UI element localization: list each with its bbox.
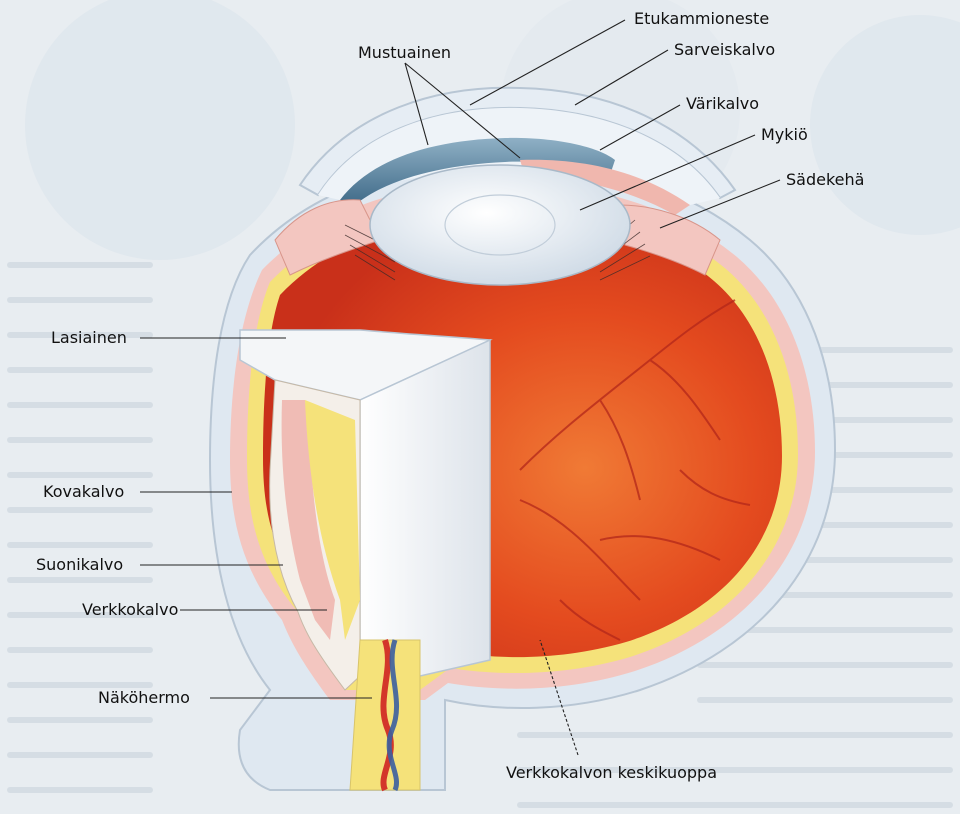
label-varikalvo: Värikalvo <box>686 95 759 113</box>
vitreous-block <box>360 340 490 676</box>
label-etukammioneste: Etukammioneste <box>634 10 769 28</box>
label-kovakalvo: Kovakalvo <box>43 483 124 501</box>
label-suonikalvo: Suonikalvo <box>36 556 123 574</box>
label-verkkokalvo: Verkkokalvo <box>82 601 178 619</box>
label-mykio: Mykiö <box>761 126 808 144</box>
label-keskikuoppa: Verkkokalvon keskikuoppa <box>506 764 717 782</box>
lens-shape <box>370 165 630 285</box>
label-sarveiskalvo: Sarveiskalvo <box>674 41 775 59</box>
label-lasiainen: Lasiainen <box>51 329 127 347</box>
label-nakohermo: Näköhermo <box>98 689 190 707</box>
label-sadekeha: Sädekehä <box>786 171 864 189</box>
label-mustuainen: Mustuainen <box>358 44 451 62</box>
